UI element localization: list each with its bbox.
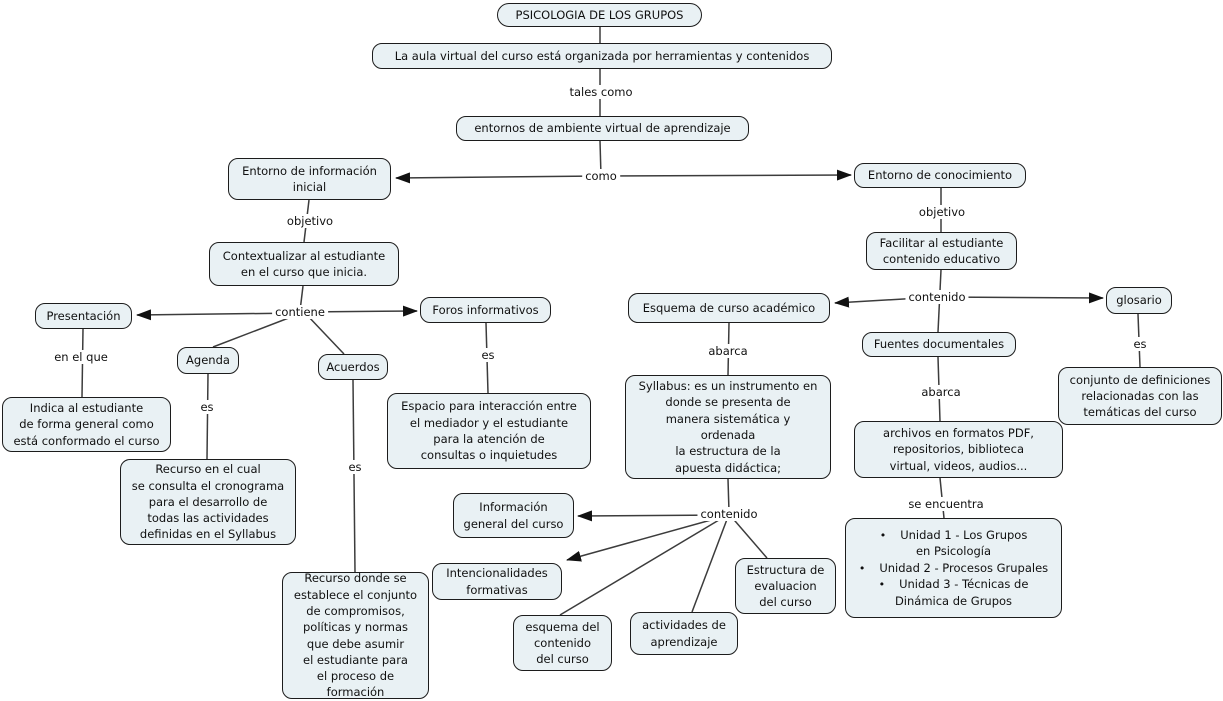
link-como-to-info-inicial (395, 172, 602, 184)
node-glosario: glosario (1106, 287, 1172, 314)
node-recurso-cronograma: Recurso en el cual se consulta el cronog… (120, 459, 296, 545)
node-recurso-compromisos: Recurso donde se establece el conjunto d… (282, 571, 429, 699)
link-label-es-glosario: es (1130, 337, 1150, 351)
node-indica-al-estudiante: Indica al estudiante de forma general co… (2, 397, 171, 452)
link-label-como: como (582, 169, 620, 183)
node-intencionalidades-formativas: Intencionalidades formativas (432, 563, 562, 600)
link-label-objetivo-der: objetivo (915, 205, 969, 219)
node-unidades: • Unidad 1 - Los Grupos en Psicología • Un… (845, 518, 1062, 618)
bullet-icon: • (858, 561, 866, 575)
list-item-text: Unidad 3 - Técnicas de Dinámica de Grupo… (894, 577, 1029, 608)
link-label-abarca-izq: abarca (705, 344, 751, 358)
link-contenido-to-actividades (691, 513, 730, 613)
link-label-abarca-der: abarca (918, 385, 964, 399)
node-contextualizar-estudiante: Contextualizar al estudiante en el curso… (209, 242, 399, 286)
node-fuentes-documentales: Fuentes documentales (862, 332, 1016, 357)
link-label-contenido-sup: contenido (905, 290, 969, 304)
link-label-es-acuerdos: es (345, 460, 365, 474)
node-syllabus: Syllabus: es un instrumento en donde se … (625, 375, 831, 479)
list-item-unidad-2: • Unidad 2 - Procesos Grupales (859, 560, 1048, 577)
node-agenda: Agenda (177, 347, 239, 374)
list-item-unidad-1: • Unidad 1 - Los Grupos en Psicología (880, 527, 1028, 560)
link-label-se-encuentra: se encuentra (905, 497, 987, 511)
node-informacion-general: Información general del curso (453, 493, 574, 538)
node-archivos-formatos: archivos en formatos PDF, repositorios, … (854, 421, 1063, 478)
node-psicologia-de-los-grupos: PSICOLOGIA DE LOS GRUPOS (497, 3, 702, 27)
link-label-contiene: contiene (272, 305, 328, 319)
link-label-tales-como: tales como (566, 85, 636, 99)
link-contiene-to-agenda (212, 313, 300, 348)
link-contenido-to-estructura-eval (728, 513, 768, 559)
node-esquema-contenido-curso: esquema del contenido del curso (513, 615, 612, 671)
bullet-icon: • (878, 578, 886, 592)
node-entornos-ambiente-virtual: entornos de ambiente virtual de aprendiz… (456, 116, 749, 141)
list-item-text: Unidad 1 - Los Grupos en Psicología (900, 527, 1028, 559)
node-acuerdos: Acuerdos (318, 354, 388, 380)
node-foros-informativos: Foros informativos (420, 297, 551, 323)
link-label-contenido-inf: contenido (697, 507, 761, 521)
link-agenda-to-recurso-cronograma (206, 373, 209, 460)
node-esquema-curso-academico: Esquema de curso académico (628, 293, 830, 323)
node-facilitar-contenido: Facilitar al estudiante contenido educat… (866, 232, 1017, 270)
link-contiene-to-acuerdos (305, 313, 345, 355)
list-item-text: Unidad 2 - Procesos Grupales (879, 560, 1049, 575)
node-conjunto-definiciones: conjunto de definiciones relacionadas co… (1058, 367, 1222, 425)
link-label-en-el-que: en el que (51, 350, 111, 364)
list-item-unidad-3: • Unidad 3 - Técnicas de Dinámica de Grup… (879, 576, 1029, 609)
node-estructura-evaluacion: Estructura de evaluacion del curso (735, 558, 836, 614)
link-acuerdos-to-recurso-compromisos (352, 379, 356, 573)
link-contenido-to-esquema-contenido (559, 513, 730, 616)
link-label-objetivo-izq: objetivo (283, 214, 337, 228)
node-actividades-aprendizaje: actividades de aprendizaje (630, 612, 738, 655)
link-label-es-agenda: es (197, 400, 217, 414)
link-contenido-to-intencionalidades (566, 514, 730, 562)
link-label-es-foros: es (478, 348, 498, 362)
link-como-to-conocimiento (600, 169, 852, 181)
bullet-icon: • (879, 528, 887, 542)
node-presentacion: Presentación (35, 303, 132, 329)
node-aula-virtual: La aula virtual del curso está organizad… (372, 43, 832, 69)
link-syllabus-to-contenido (727, 478, 730, 513)
node-entorno-conocimiento: Entorno de conocimiento (854, 163, 1026, 188)
node-entorno-informacion-inicial: Entorno de información inicial (228, 158, 391, 200)
node-espacio-interaccion: Espacio para interacción entre el mediad… (387, 393, 591, 469)
